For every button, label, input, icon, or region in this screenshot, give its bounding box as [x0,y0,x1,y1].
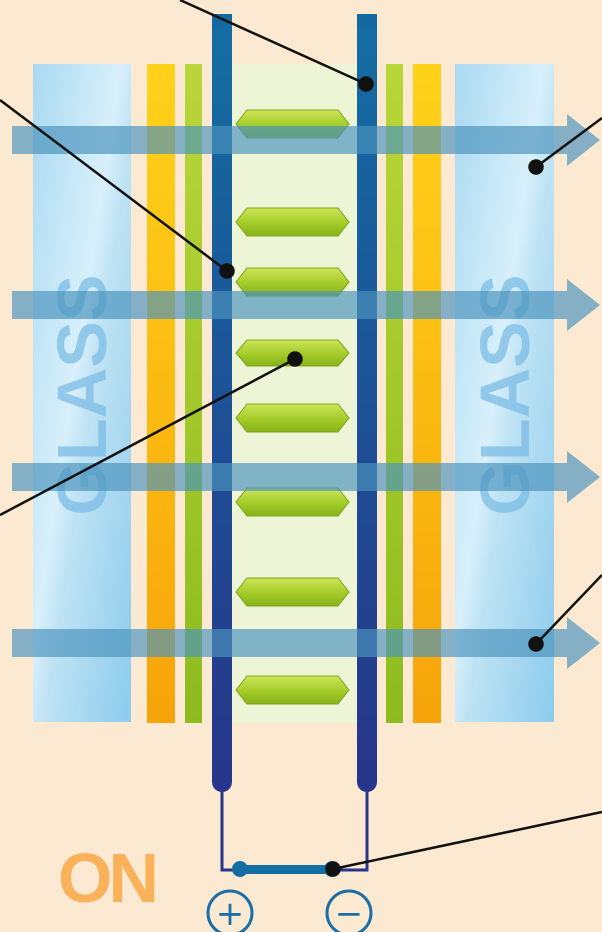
left-green-layer [185,64,202,723]
particle [235,207,350,237]
leader-line [179,0,367,86]
leader-line [535,116,602,169]
light-arrow [12,114,600,166]
leader-line [0,99,228,272]
svg-text:−: − [335,894,364,932]
state-label: ON [58,839,155,917]
svg-text:+: + [216,894,245,932]
light-arrows [12,114,600,669]
right-yellow-layer [413,64,441,723]
right-electrode [357,14,377,792]
negative-terminal-icon: − [325,889,373,932]
leader-line [0,357,296,517]
active-layer [232,64,358,723]
particle [235,577,350,607]
left-yellow-layer [147,64,175,723]
positive-terminal-icon: + [206,889,254,932]
left-glass-panel [33,64,131,722]
leader-lines [0,0,602,877]
leader-line [535,574,602,645]
particle [235,675,350,705]
light-arrow [12,279,600,331]
switch-contact-left [232,861,248,877]
left-electrode [212,14,232,792]
switch-bar [238,865,334,874]
right-green-layer [386,64,403,723]
light-arrow [12,451,600,503]
particle [235,403,350,433]
circuit-wire [220,792,369,872]
particle [235,487,350,517]
leader-line [332,810,602,871]
light-arrow [12,617,600,669]
